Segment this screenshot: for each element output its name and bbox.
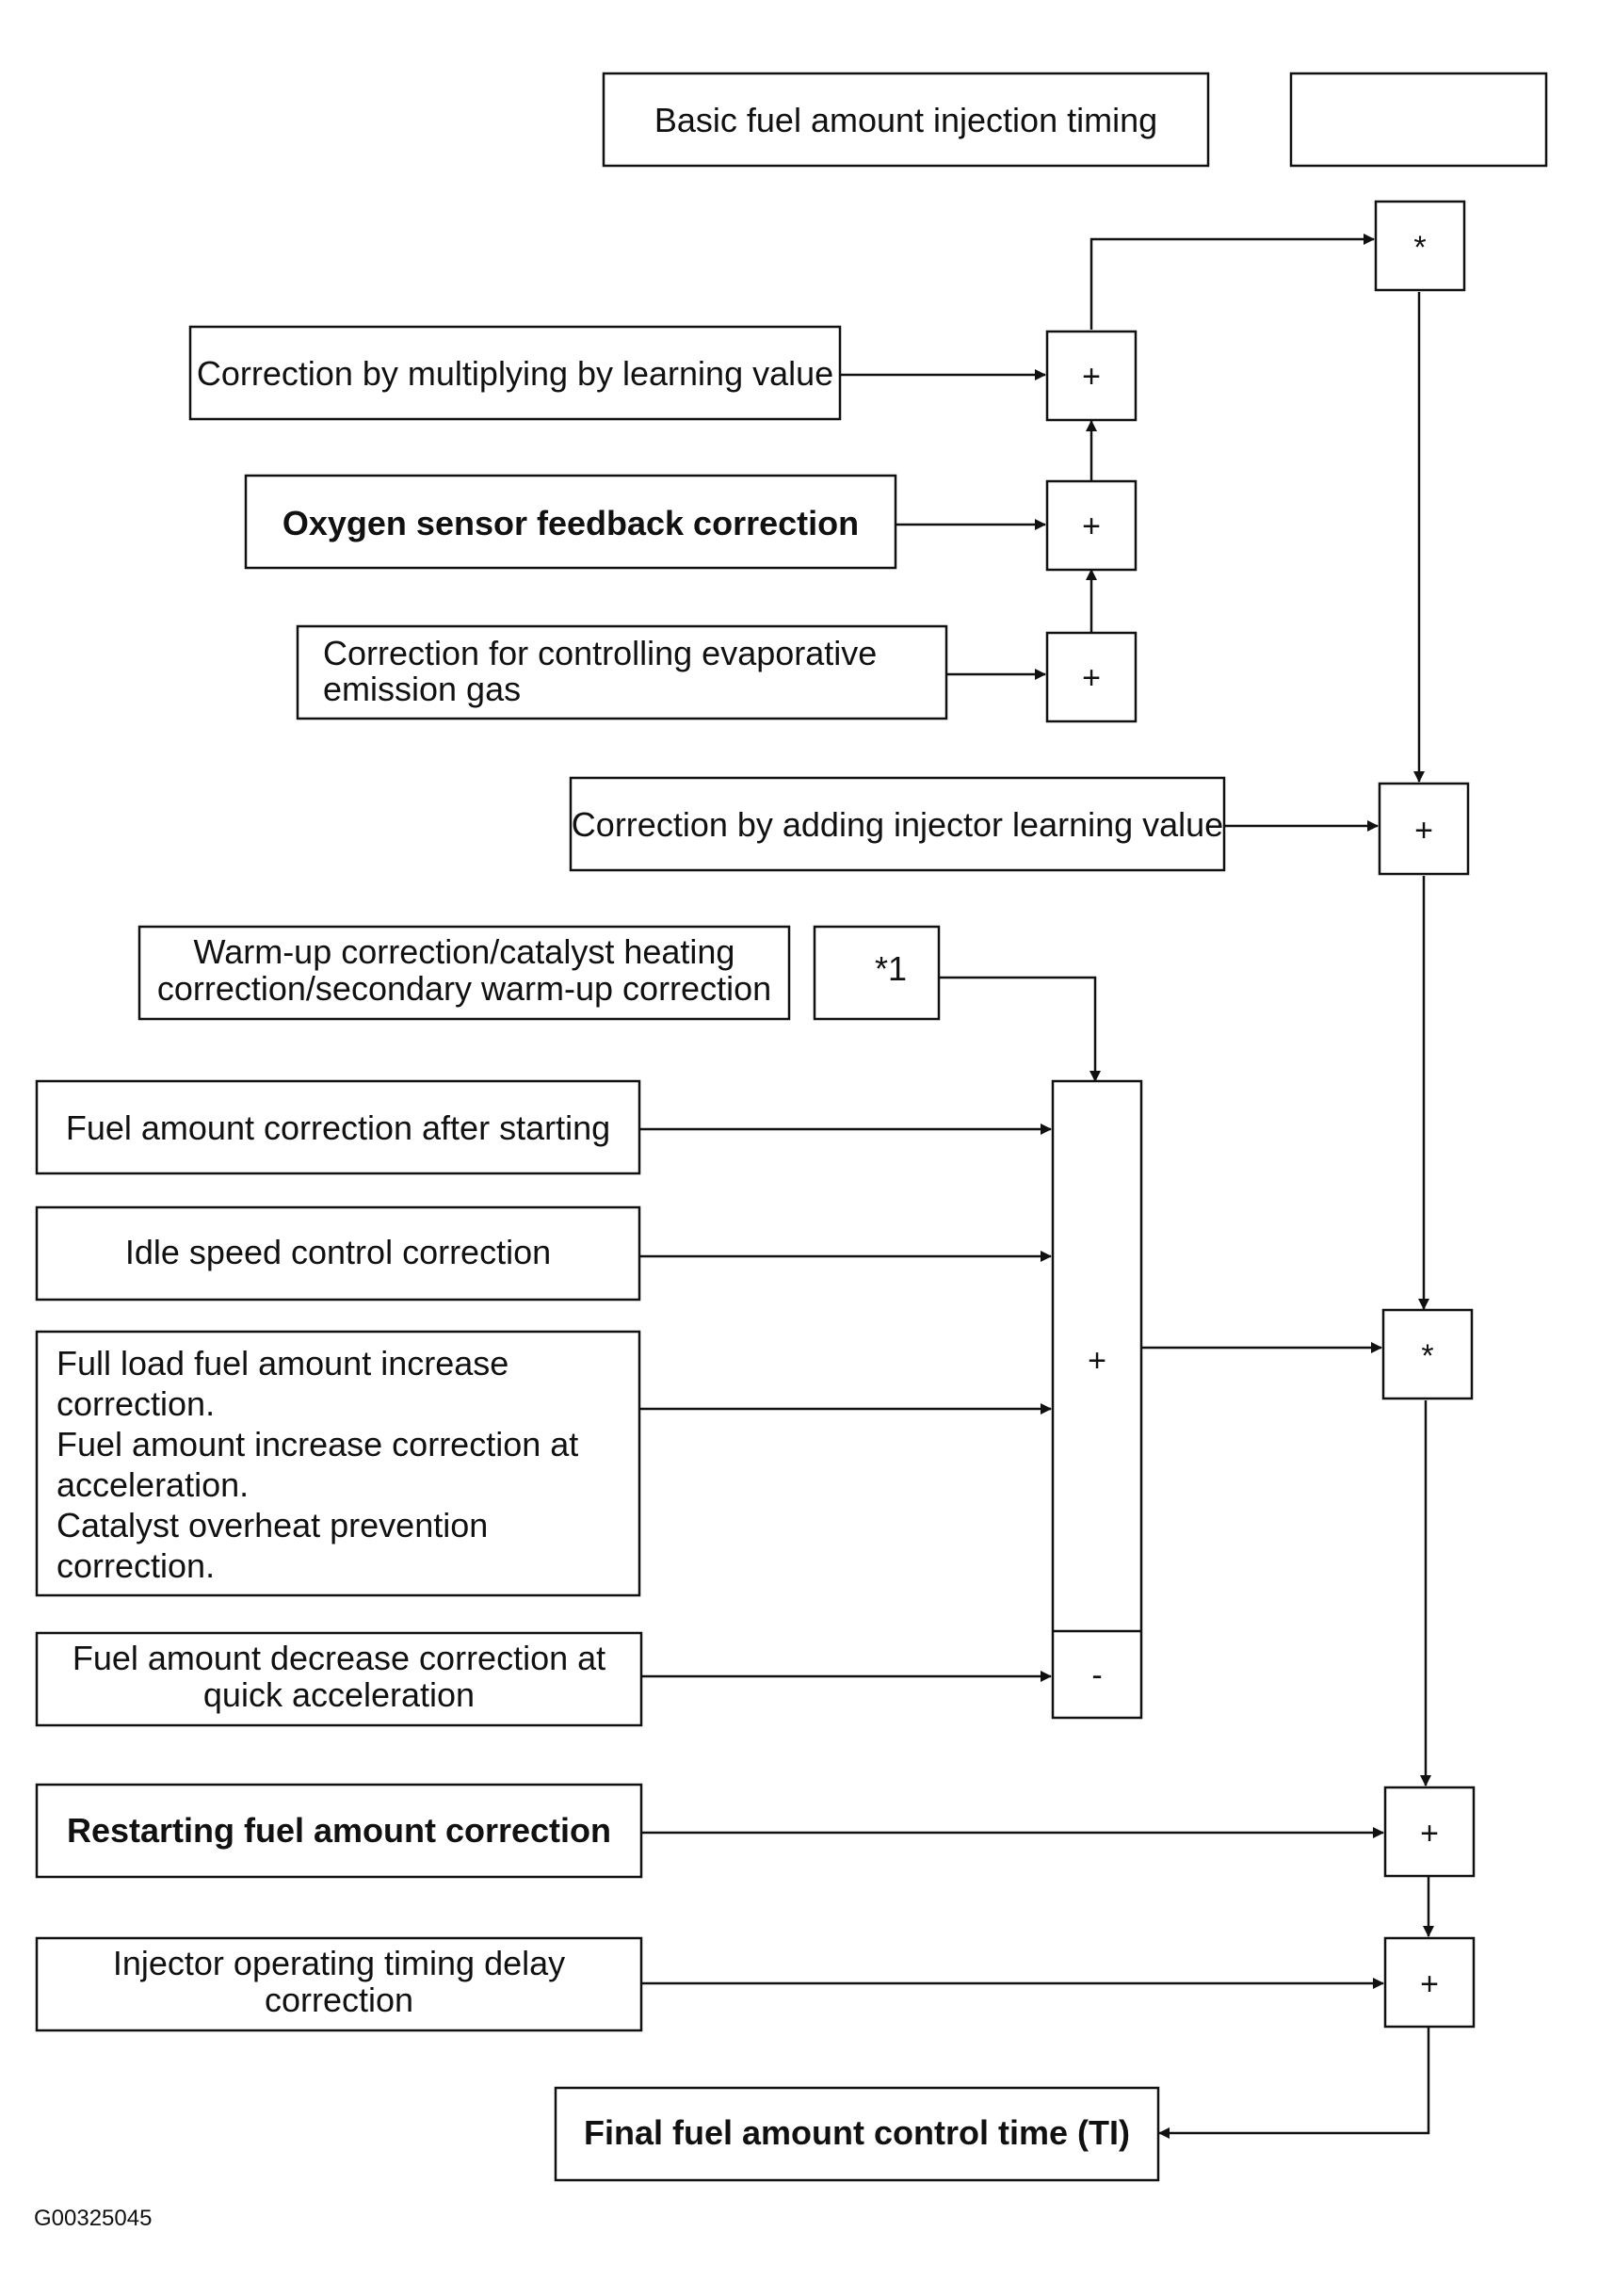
summation-bar: + - [1051, 1079, 1143, 1720]
multiply-node-mid: * [1381, 1308, 1474, 1400]
final-box: Final fuel amount control time (TI) [554, 2086, 1160, 2182]
full-load-label-line1: Full load fuel amount increase [56, 1344, 508, 1382]
arrow-learning-to-multiply [1089, 234, 1375, 330]
plus-symbol: + [1420, 1816, 1439, 1851]
plus-node-evap: + [1045, 631, 1138, 723]
summation-plus-symbol: + [1088, 1343, 1106, 1379]
plus-symbol: + [1082, 359, 1101, 395]
multiply-symbol: * [1421, 1338, 1433, 1374]
multiply-learning-label: Correction by multiplying by learning va… [197, 354, 833, 393]
full-load-label-line2: correction. [56, 1384, 215, 1423]
plus-node-learning: + [1045, 330, 1138, 422]
multiply-symbol: * [1413, 230, 1426, 266]
plus-symbol: + [1414, 813, 1433, 849]
evap-emission-box: Correction for controlling evaporative e… [296, 624, 948, 720]
restarting-label: Restarting fuel amount correction [67, 1811, 611, 1850]
arrow-warmup-to-sum [939, 976, 1101, 1082]
full-load-label-line3: Fuel amount increase correction at [56, 1425, 578, 1463]
plus-symbol: + [1082, 660, 1101, 696]
summation-minus-symbol: - [1091, 1657, 1102, 1693]
empty-box [1289, 72, 1548, 168]
full-load-label-line5: Catalyst overheat prevention [56, 1506, 488, 1544]
evap-emission-label-line1: Correction for controlling evaporative [323, 634, 877, 672]
basic-fuel-label: Basic fuel amount injection timing [654, 101, 1157, 139]
idle-speed-box: Idle speed control correction [35, 1205, 641, 1302]
injector-learning-label: Correction by adding injector learning v… [572, 805, 1223, 844]
oxygen-feedback-box: Oxygen sensor feedback correction [244, 474, 897, 570]
oxygen-feedback-label: Oxygen sensor feedback correction [282, 504, 859, 542]
arrow-to-final [1158, 2028, 1430, 2139]
after-starting-label: Fuel amount correction after starting [66, 1108, 610, 1147]
after-starting-box: Fuel amount correction after starting [35, 1079, 641, 1175]
plus-node-injector: + [1378, 782, 1470, 876]
idle-speed-label: Idle speed control correction [125, 1233, 551, 1271]
quick-accel-label-line2: quick acceleration [203, 1675, 475, 1714]
delay-label-line1: Injector operating timing delay [113, 1944, 565, 1982]
quick-accel-label-line1: Fuel amount decrease correction at [73, 1639, 605, 1677]
restarting-box: Restarting fuel amount correction [35, 1783, 643, 1879]
plus-node-restart: + [1383, 1786, 1476, 1878]
warmup-box: Warm-up correction/catalyst heating corr… [137, 925, 791, 1021]
full-load-label-line4: acceleration. [56, 1465, 249, 1504]
delay-label-line2: correction [265, 1981, 413, 2019]
full-load-label-line6: correction. [56, 1546, 215, 1585]
warmup-ref-box: *1 [813, 925, 941, 1021]
quick-accel-box: Fuel amount decrease correction at quick… [35, 1631, 643, 1727]
plus-symbol: + [1420, 1966, 1439, 2002]
warmup-ref-label: *1 [875, 949, 907, 988]
plus-node-delay: + [1383, 1936, 1476, 2029]
multiply-learning-box: Correction by multiplying by learning va… [188, 325, 842, 421]
final-label: Final fuel amount control time (TI) [584, 2113, 1130, 2152]
multiply-node-top: * [1374, 200, 1466, 292]
basic-fuel-box: Basic fuel amount injection timing [602, 72, 1210, 168]
connectors [639, 234, 1434, 2139]
evap-emission-label-line2: emission gas [323, 670, 521, 708]
injector-learning-box: Correction by adding injector learning v… [569, 776, 1226, 872]
plus-node-oxygen: + [1045, 479, 1138, 572]
full-load-box: Full load fuel amount increase correctio… [35, 1330, 641, 1597]
figure-code: G00325045 [34, 2206, 152, 2231]
plus-symbol: + [1082, 509, 1101, 544]
warmup-label-line1: Warm-up correction/catalyst heating [194, 932, 735, 971]
warmup-label-line2: correction/secondary warm-up correction [157, 969, 771, 1008]
delay-box: Injector operating timing delay correcti… [35, 1936, 643, 2032]
